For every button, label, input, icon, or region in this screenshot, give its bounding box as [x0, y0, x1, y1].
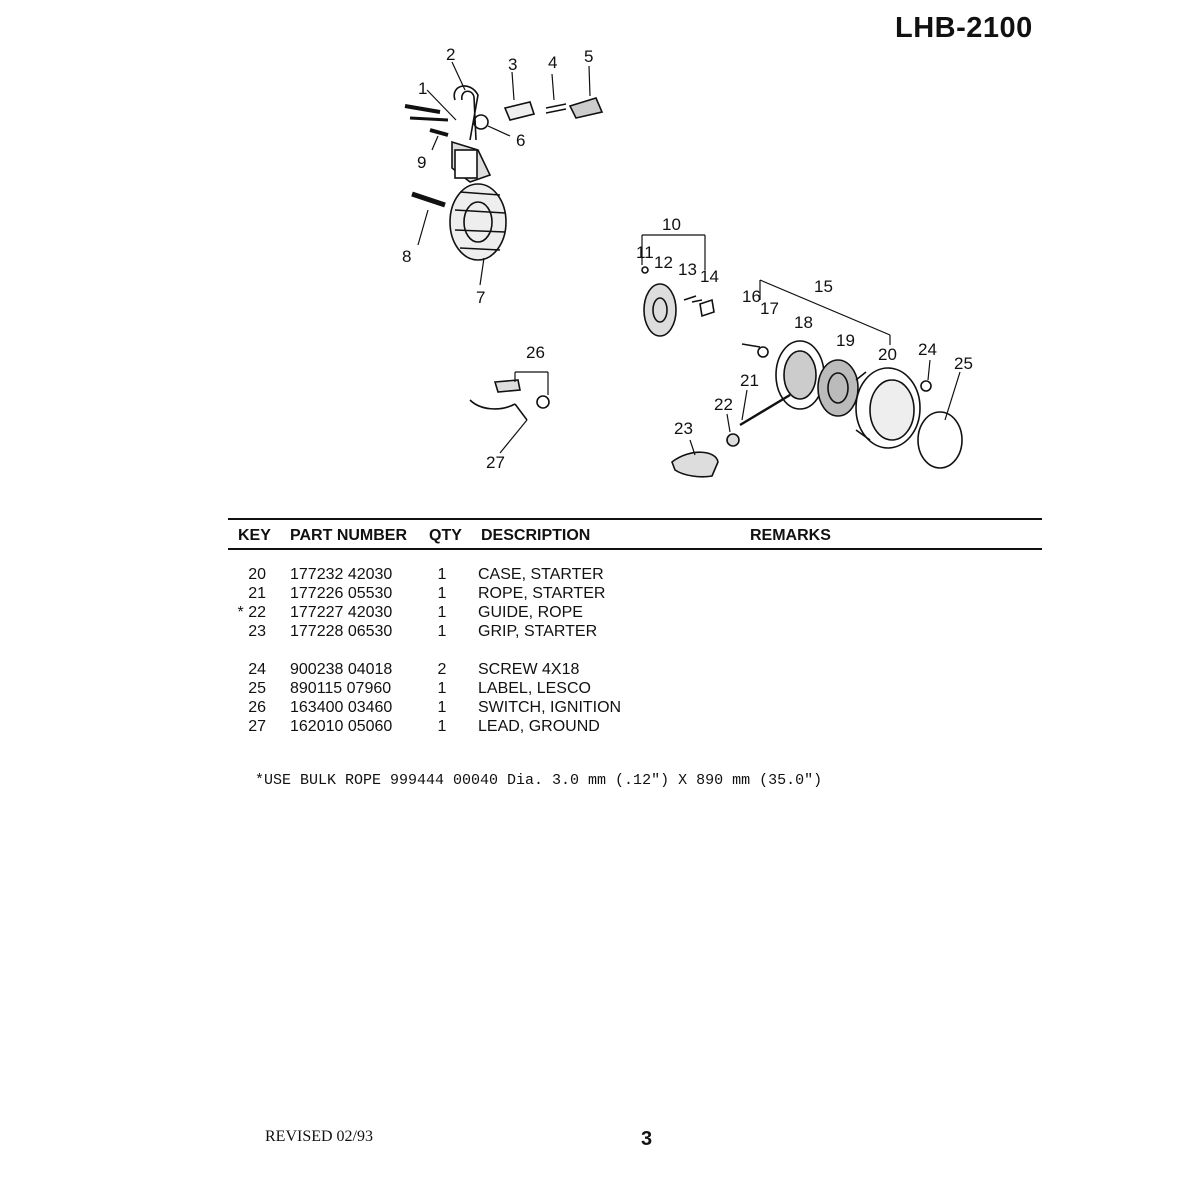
- clutch-drawing: [641, 266, 715, 337]
- row-part-number: 177232 42030: [290, 566, 393, 583]
- callout-18: 18: [794, 313, 813, 332]
- table-row: 26 163400 03460 1 SWITCH, IGNITION: [228, 699, 928, 718]
- row-key: 23: [248, 623, 266, 640]
- row-part-number: 177226 05530: [290, 585, 393, 602]
- row-description: SCREW 4X18: [478, 661, 580, 678]
- callout-10: 10: [662, 215, 681, 234]
- row-qty: 2: [437, 661, 447, 678]
- callout-6: 6: [516, 131, 525, 150]
- leader-lines: [417, 61, 961, 456]
- row-part-number: 177227 42030: [290, 604, 393, 621]
- row-qty: 1: [437, 699, 447, 716]
- callout-25: 25: [954, 354, 973, 373]
- table-row: 24 900238 04018 2 SCREW 4X18: [228, 661, 928, 680]
- callout-numbers: 1 2 3 4 5 6 7 8 9 10 11 12 13 14 15 16 1…: [402, 45, 973, 472]
- row-part-number: 177228 06530: [290, 623, 393, 640]
- callout-17: 17: [760, 299, 779, 318]
- header-description: DESCRIPTION: [481, 527, 591, 544]
- callout-8: 8: [402, 247, 411, 266]
- table-header-rule: [228, 548, 1042, 550]
- callout-24: 24: [918, 340, 937, 359]
- ignition-coil-drawing: [404, 85, 604, 183]
- callout-23: 23: [674, 419, 693, 438]
- callout-19: 19: [836, 331, 855, 350]
- page-number: 3: [641, 1128, 653, 1150]
- callout-12: 12: [654, 253, 673, 272]
- row-key: 27: [248, 718, 266, 735]
- callout-27: 27: [486, 453, 505, 472]
- row-key: 21: [248, 585, 266, 602]
- header-part-number: PART NUMBER: [290, 527, 408, 544]
- callout-26: 26: [526, 343, 545, 362]
- row-description: ROPE, STARTER: [478, 585, 606, 602]
- callout-4: 4: [548, 53, 557, 72]
- row-qty: 1: [437, 718, 447, 735]
- callout-13: 13: [678, 260, 697, 279]
- row-key: 20: [248, 566, 266, 583]
- row-description: CASE, STARTER: [478, 566, 604, 583]
- row-description: LABEL, LESCO: [478, 680, 591, 697]
- ignition-switch-drawing: [469, 379, 550, 421]
- row-part-number: 900238 04018: [290, 661, 393, 678]
- row-description: GRIP, STARTER: [478, 623, 598, 640]
- row-part-number: 162010 05060: [290, 718, 393, 735]
- table-row: 21 177226 05530 1 ROPE, STARTER: [228, 585, 928, 604]
- exploded-parts-diagram: 1 2 3 4 5 6 7 8 9 10 11 12 13 14 15 16 1…: [402, 45, 973, 478]
- table-row: 25 890115 07960 1 LABEL, LESCO: [228, 680, 928, 699]
- table-row: * 22 177227 42030 1 GUIDE, ROPE: [228, 604, 928, 623]
- callout-16: 16: [742, 287, 761, 306]
- callout-2: 2: [446, 45, 455, 64]
- bulk-rope-footnote: *USE BULK ROPE 999444 00040 Dia. 3.0 mm …: [255, 772, 823, 789]
- table-top-rule: [228, 518, 1042, 520]
- row-description: GUIDE, ROPE: [478, 604, 583, 621]
- row-key: 26: [248, 699, 266, 716]
- callout-20: 20: [878, 345, 897, 364]
- row-key: * 22: [237, 604, 266, 621]
- callout-7: 7: [476, 288, 485, 307]
- row-part-number: 890115 07960: [290, 680, 392, 697]
- row-key: 25: [248, 680, 266, 697]
- header-qty: QTY: [429, 527, 462, 544]
- callout-5: 5: [584, 47, 593, 66]
- callout-15: 15: [814, 277, 833, 296]
- row-key: 24: [248, 661, 266, 678]
- model-title: LHB-2100: [895, 12, 1033, 44]
- table-row: 20 177232 42030 1 CASE, STARTER: [228, 566, 928, 585]
- row-description: SWITCH, IGNITION: [478, 699, 622, 716]
- callout-14: 14: [700, 267, 719, 286]
- table-row: 27 162010 05060 1 LEAD, GROUND: [228, 718, 928, 737]
- callout-22: 22: [714, 395, 733, 414]
- table-row: 23 177228 06530 1 GRIP, STARTER: [228, 623, 928, 642]
- row-description: LEAD, GROUND: [478, 718, 600, 735]
- starter-assembly-drawing: [671, 340, 963, 478]
- callout-11: 11: [636, 243, 654, 262]
- revision-date: REVISED 02/93: [265, 1128, 373, 1145]
- flywheel-drawing: [411, 183, 507, 261]
- row-qty: 1: [437, 604, 447, 621]
- callout-1: 1: [418, 79, 427, 98]
- header-key: KEY: [238, 527, 271, 544]
- callout-9: 9: [417, 153, 426, 172]
- header-remarks: REMARKS: [750, 527, 831, 544]
- row-part-number: 163400 03460: [290, 699, 393, 716]
- callout-3: 3: [508, 55, 517, 74]
- row-qty: 1: [437, 566, 447, 583]
- row-qty: 1: [437, 680, 447, 697]
- row-qty: 1: [437, 585, 447, 602]
- callout-21: 21: [740, 371, 759, 390]
- row-qty: 1: [437, 623, 447, 640]
